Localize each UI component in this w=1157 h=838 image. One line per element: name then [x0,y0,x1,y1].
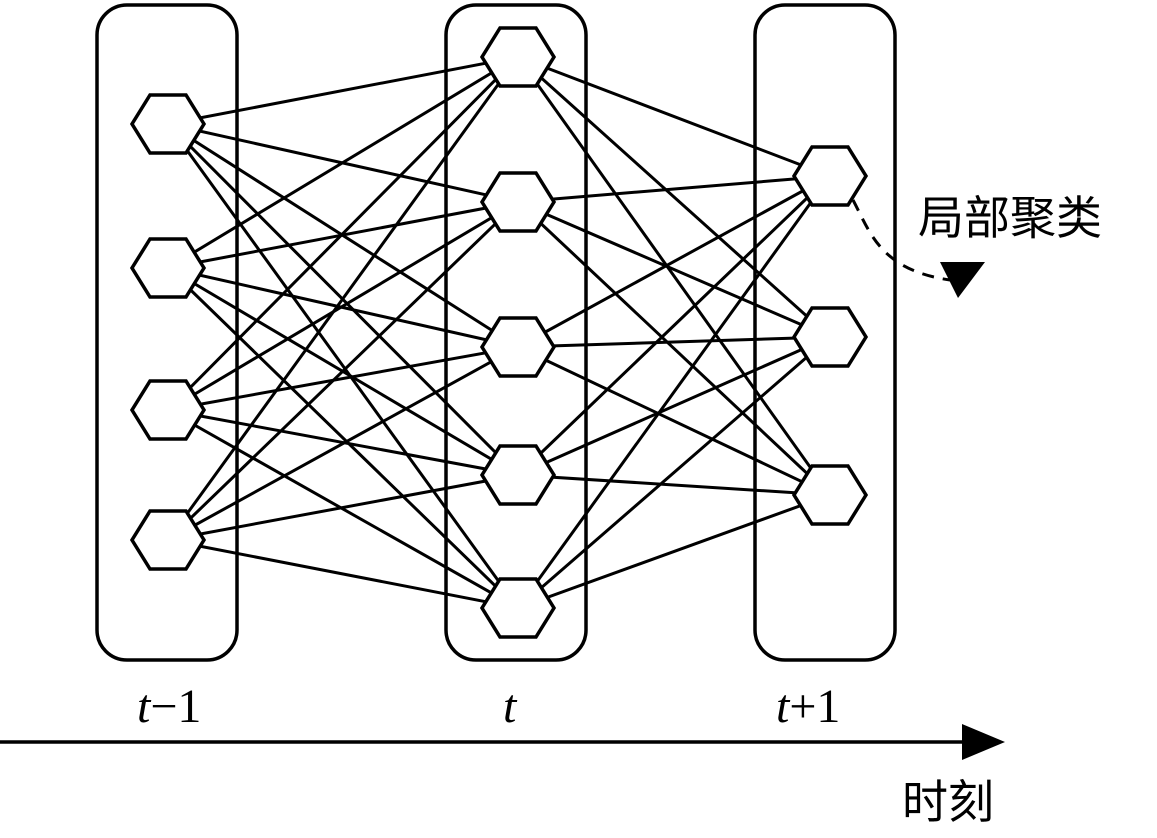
edge-t-minus-1-4-to-t-5 [167,538,519,610]
layer-label-t-minus-1: t−1 [137,680,201,733]
edge-t-minus-1-4-to-t-3 [167,345,519,542]
edge-t-minus-1-1-to-t-1 [167,55,519,126]
hexagon-node-t-plus-1-2 [791,306,869,368]
edge-t-minus-1-3-to-t-2 [167,200,519,412]
hexagon-node-t-3 [479,316,557,378]
edge-t-2-to-t-plus-1-2 [517,200,831,339]
edge-t-4-to-t-plus-1-1 [516,174,832,477]
layer-label-t: t [503,680,518,733]
edge-t-minus-1-4-to-t-2 [166,200,520,542]
edge-t-3-to-t-plus-1-1 [517,174,831,349]
local-cluster-label: 局部聚类 [918,191,1102,245]
layer-label-t-plus-1: t+1 [776,680,840,733]
edge-t-3-to-t-plus-1-2 [517,335,831,349]
hexagon-node-t-2 [479,171,557,233]
hexagon-node-t-minus-1-1 [129,93,207,155]
edge-t-minus-1-1-to-t-5 [166,123,520,609]
edge-t-2-to-t-plus-1-3 [516,200,832,497]
layer-box-t [444,3,588,662]
edge-t-4-to-t-plus-1-2 [517,335,831,477]
layer-box-t-plus-1 [753,3,897,662]
edge-t-3-to-t-plus-1-3 [517,345,831,497]
hexagon-node-t-minus-1-2 [129,237,207,299]
time-axis-arrowhead [962,724,1005,760]
edge-t-1-to-t-plus-1-1 [517,55,831,178]
layer-box-t-minus-1 [95,3,239,662]
hexagon-node-t-4 [479,444,557,506]
edge-t-5-to-t-plus-1-2 [517,335,831,610]
edges-group [166,55,832,610]
edge-t-minus-1-3-to-t-3 [167,345,519,412]
edge-t-1-to-t-plus-1-2 [516,55,832,339]
layer-boxes [95,3,897,662]
local-cluster-arrowhead [940,262,985,298]
nodes-group [129,26,869,639]
edge-t-4-to-t-plus-1-3 [517,473,831,497]
edge-t-minus-1-4-to-t-1 [166,56,520,541]
time-axis-label: 时刻 [902,775,994,829]
hexagon-node-t-plus-1-1 [791,145,869,207]
hexagon-node-t-minus-1-4 [129,509,207,571]
hexagon-node-t-minus-1-3 [129,379,207,441]
hexagon-node-t-plus-1-3 [791,464,869,526]
local-cluster-arrow [851,199,951,282]
hexagon-node-t-5 [479,577,557,639]
edge-t-1-to-t-plus-1-3 [516,56,832,496]
edge-t-minus-1-2-to-t-1 [167,55,519,270]
edge-t-2-to-t-plus-1-1 [517,174,831,204]
hexagon-node-t-1 [479,26,557,88]
edge-t-minus-1-3-to-t-1 [166,55,520,412]
edge-t-5-to-t-plus-1-1 [516,175,832,609]
edge-t-5-to-t-plus-1-3 [517,493,831,610]
edge-t-minus-1-2-to-t-5 [166,266,520,610]
edge-t-minus-1-4-to-t-4 [167,473,519,542]
